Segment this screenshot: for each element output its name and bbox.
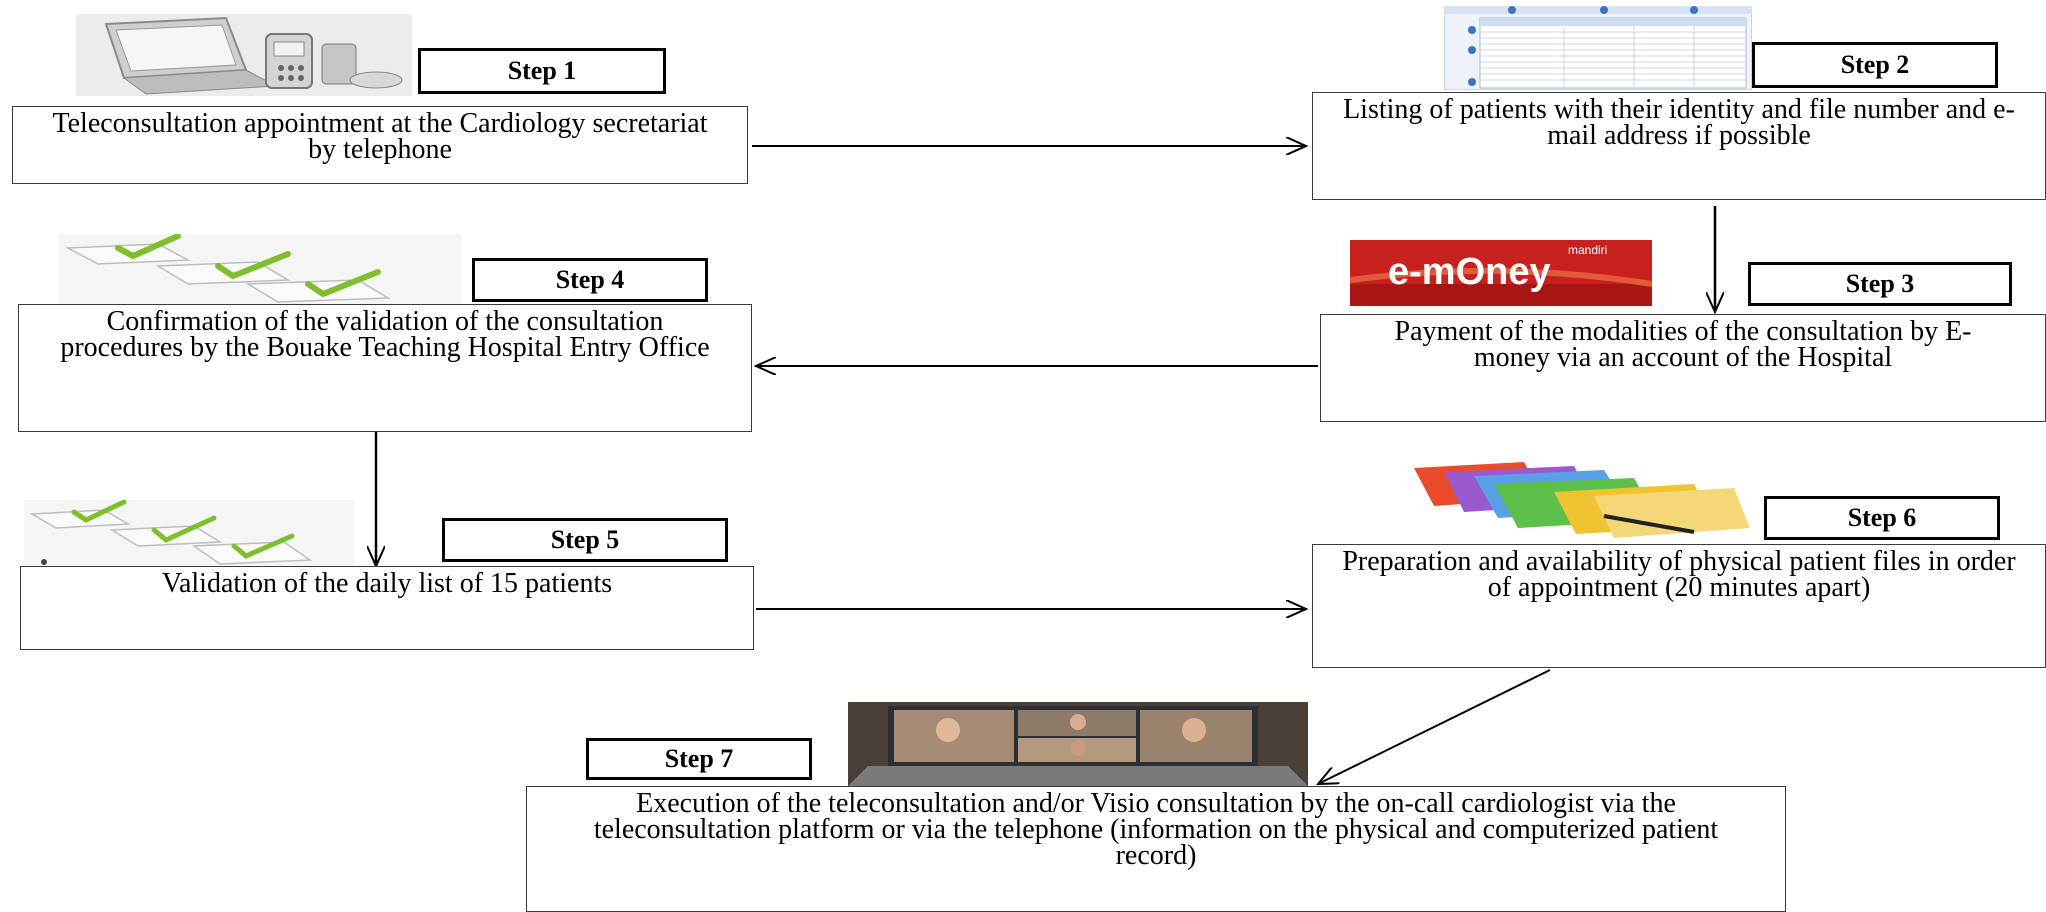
video-call-laptop — [848, 702, 1308, 786]
arrow-step6-to-step7 — [1318, 669, 1551, 784]
colored-folders-icon — [1404, 458, 1750, 540]
step-5-label: Step 5 — [442, 518, 728, 562]
patient-list-screenshot — [1444, 6, 1752, 90]
step-7-label: Step 7 — [586, 738, 812, 780]
step-6-box: Preparation and availability of physical… — [1312, 544, 2046, 668]
step-3-text: Payment of the modalities of the consult… — [1394, 316, 1972, 373]
step-3-box: Payment of the modalities of the consult… — [1320, 314, 2046, 422]
step-2-label: Step 2 — [1752, 42, 1998, 88]
step-2-text: Listing of patients with their identity … — [1343, 94, 2015, 151]
step-4-text: Confirmation of the validation of the co… — [60, 306, 710, 363]
checklist-icon — [58, 234, 462, 306]
laptop-phone-icon — [76, 14, 412, 96]
e-money-card: mandiri e-mOney — [1350, 240, 1652, 306]
step-4-box: Confirmation of the validation of the co… — [18, 304, 752, 432]
step-4-label: Step 4 — [472, 258, 708, 302]
step-7-text: Execution of the teleconsultation and/or… — [593, 788, 1719, 871]
step-7-box: Execution of the teleconsultation and/or… — [526, 786, 1786, 912]
step-5-box: Validation of the daily list of 15 patie… — [20, 566, 754, 650]
step-1-label: Step 1 — [418, 48, 666, 94]
step-6-label: Step 6 — [1764, 496, 2000, 540]
step-2-box: Listing of patients with their identity … — [1312, 92, 2046, 200]
step-6-text: Preparation and availability of physical… — [1342, 546, 2016, 603]
step-3-label: Step 3 — [1748, 262, 2012, 306]
e-money-logo-text: e-mOney — [1388, 251, 1551, 293]
step-1-box: Teleconsultation appointment at the Card… — [12, 106, 748, 184]
step-1-text: Teleconsultation appointment at the Card… — [52, 108, 708, 165]
mandiri-logo-text: mandiri — [1568, 243, 1607, 257]
checklist-icon — [24, 500, 354, 570]
step-5-text: Validation of the daily list of 15 patie… — [161, 568, 613, 599]
